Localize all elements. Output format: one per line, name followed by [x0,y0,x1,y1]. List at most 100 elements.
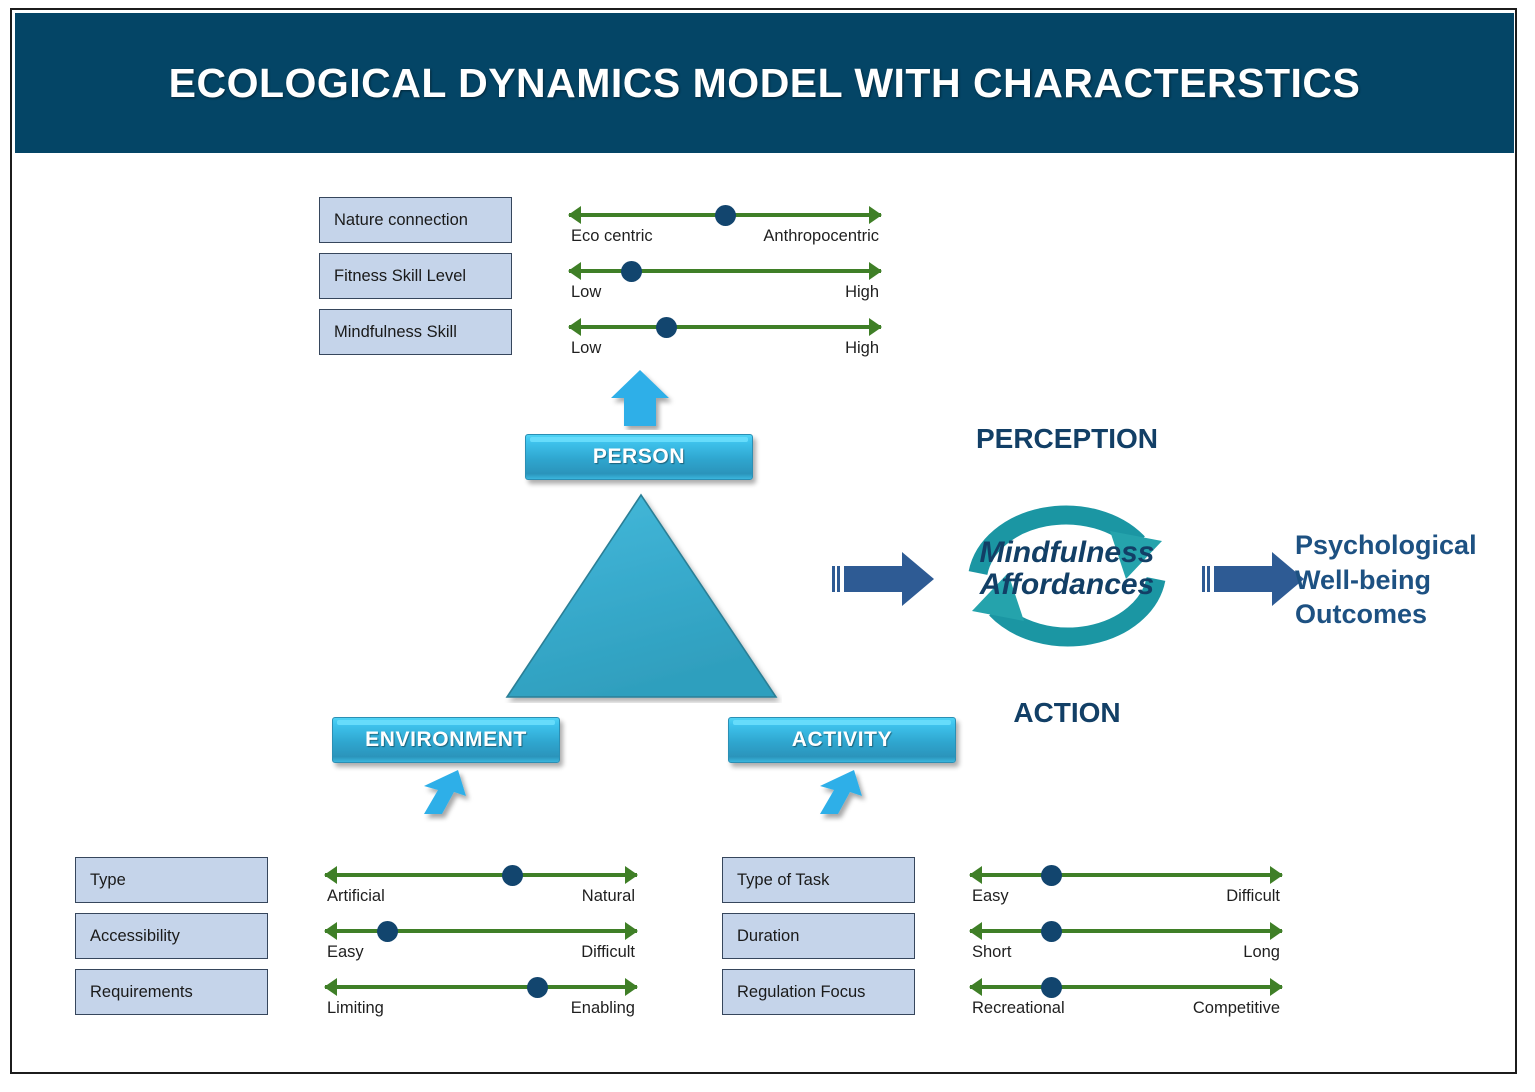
environment-node-label: ENVIRONMENT [365,728,527,751]
characteristic-slider[interactable]: Easy Difficult [324,917,638,963]
slider-arrow-left-icon [324,922,337,940]
slider-right-label: Difficult [581,943,635,961]
slider-left-label: Low [571,339,602,357]
slider-left-label: Easy [327,943,364,961]
slider-arrow-left-icon [324,866,337,884]
page-title: ECOLOGICAL DYNAMICS MODEL WITH CHARACTER… [168,59,1361,106]
outcome-line1: Psychological [1295,530,1477,560]
slider-handle[interactable] [527,977,549,998]
outcome-line2: Well-being [1295,564,1432,595]
slider-arrow-left-icon [324,978,337,996]
characteristic-label: Requirements [75,969,268,1015]
slider-handle[interactable] [715,205,736,226]
slider-arrow-left-icon [969,978,982,996]
triangle-shape [505,493,778,698]
slider-right-label: Anthropocentric [763,227,879,245]
person-node[interactable]: PERSON [525,434,753,480]
flow-arrow-2-icon [1202,552,1304,606]
action-label: ACTION [1013,697,1121,728]
slider-arrow-left-icon [568,262,581,280]
slider-arrow-right-icon [1270,922,1283,940]
slider-axis [325,985,637,989]
cycle-center-line2: Affordances [979,568,1155,602]
slider-arrow-right-icon [1270,978,1283,996]
slider-handle[interactable] [621,261,643,282]
slider-axis [970,929,1282,933]
characteristic-label: Type [75,857,268,903]
slider-arrow-right-icon [625,922,638,940]
slider-arrow-left-icon [969,922,982,940]
slider-left-label: Short [972,943,1012,961]
characteristic-label: Nature connection [319,197,512,243]
characteristic-label: Accessibility [75,913,268,959]
person-node-label: PERSON [592,445,686,468]
slider-left-label: Recreational [972,999,1065,1017]
slider-left-label: Limiting [327,999,384,1017]
flow-arrow-1-icon [832,552,934,606]
cycle-arrows-icon [968,505,1166,647]
slider-axis [325,929,637,933]
activity-node-label: ACTIVITY [791,728,893,751]
slider-handle[interactable] [502,865,524,886]
characteristic-label: Type of Task [722,857,915,903]
slider-right-label: Competitive [1192,999,1280,1017]
up-arrow-icon [611,370,669,426]
environment-down-arrow-icon [424,770,466,814]
outcome-line3: Outcomes [1295,599,1428,630]
characteristic-label: Regulation Focus [722,969,915,1015]
diagram-frame: ECOLOGICAL DYNAMICS MODEL WITH CHARACTER… [10,8,1517,1074]
slider-axis [569,269,881,273]
slider-handle[interactable] [1041,865,1063,886]
slider-left-label: Artificial [327,887,385,905]
psychological-outcomes-text: Psychological Well-being Outcomes [1295,528,1525,632]
characteristic-slider[interactable]: Low High [568,257,882,303]
slider-arrow-right-icon [869,318,882,336]
activity-node[interactable]: ACTIVITY [728,717,956,763]
characteristic-slider[interactable]: Eco centric Anthropocentric [568,201,882,247]
slider-axis [325,873,637,877]
characteristic-label: Fitness Skill Level [319,253,512,299]
slider-arrow-right-icon [625,866,638,884]
slider-right-label: Difficult [1226,887,1280,905]
characteristic-slider[interactable]: Easy Difficult [969,861,1283,907]
perception-label: PERCEPTION [975,423,1159,454]
slider-arrow-left-icon [568,206,581,224]
slider-axis [970,873,1282,877]
characteristic-label: Mindfulness Skill [319,309,512,355]
cycle-center-text: Mindfulness Affordances [952,536,1182,602]
environment-node[interactable]: ENVIRONMENT [332,717,560,763]
characteristic-slider[interactable]: Recreational Competitive [969,973,1283,1019]
slider-handle[interactable] [1041,921,1063,942]
slider-handle[interactable] [1041,977,1063,998]
slider-arrow-right-icon [625,978,638,996]
slider-left-label: Easy [972,887,1009,905]
slider-arrow-left-icon [568,318,581,336]
slider-arrow-right-icon [1270,866,1283,884]
cycle-center-line1: Mindfulness [979,536,1155,569]
slider-handle[interactable] [377,921,399,942]
slider-left-label: Low [571,283,602,301]
slider-axis [970,985,1282,989]
header-band: ECOLOGICAL DYNAMICS MODEL WITH CHARACTER… [15,13,1514,153]
characteristic-slider[interactable]: Short Long [969,917,1283,963]
slider-arrow-left-icon [969,866,982,884]
slider-right-label: Long [1243,943,1280,961]
activity-down-arrow-icon [820,770,862,814]
slider-left-label: Eco centric [571,227,653,245]
slider-right-label: High [845,283,879,301]
slider-handle[interactable] [655,317,677,338]
characteristic-label: Duration [722,913,915,959]
